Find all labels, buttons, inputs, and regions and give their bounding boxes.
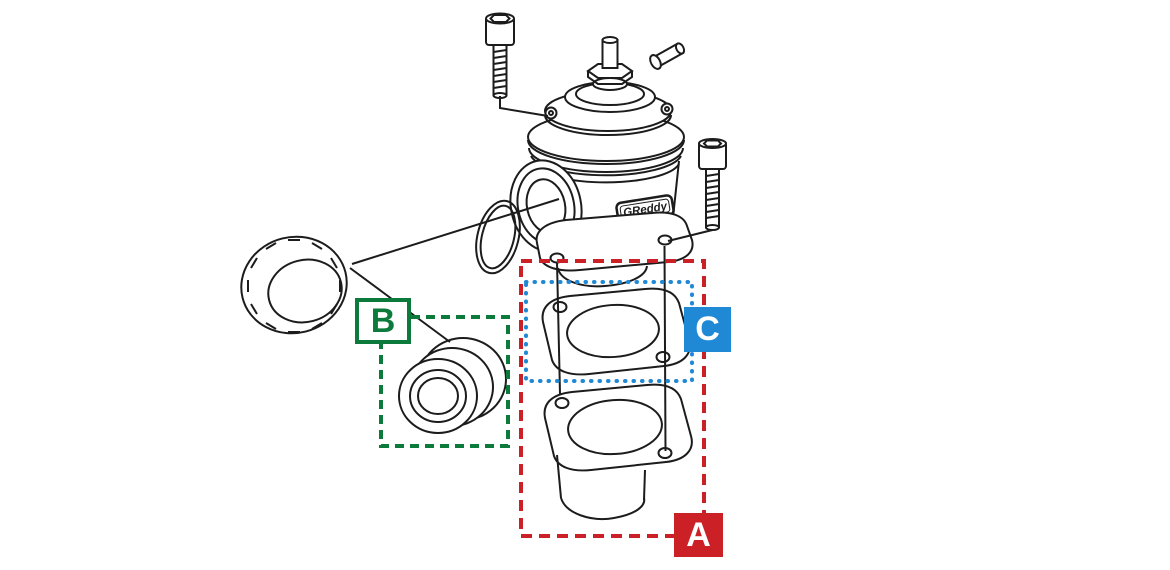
valve-base-flange [537,213,693,287]
o-ring [469,196,527,278]
hose-collar [231,226,357,345]
highlight-box-a [521,261,704,536]
valve-assembly: GReddy [502,37,692,286]
axis-bolthole-left [557,262,560,394]
leader-lines [350,96,713,451]
part-label-c: C [684,307,731,352]
leader-bolt-right [668,230,713,241]
bolt-right [699,139,726,230]
bolt-top-left [486,14,514,99]
part-label-a: A [674,513,723,557]
axis-collar-to-inlet [352,199,559,264]
gasket-part-c [543,289,690,375]
highlight-box-b [381,317,508,446]
axis-bolthole-right [665,246,666,451]
highlight-box-c [526,282,692,381]
leader-bolt-left [500,96,548,116]
adapter-part-b [399,338,506,433]
part-label-b: B [355,298,411,344]
flange-part-a [545,385,692,519]
vacuum-fitting [648,42,686,71]
collar-ribs [248,240,340,332]
